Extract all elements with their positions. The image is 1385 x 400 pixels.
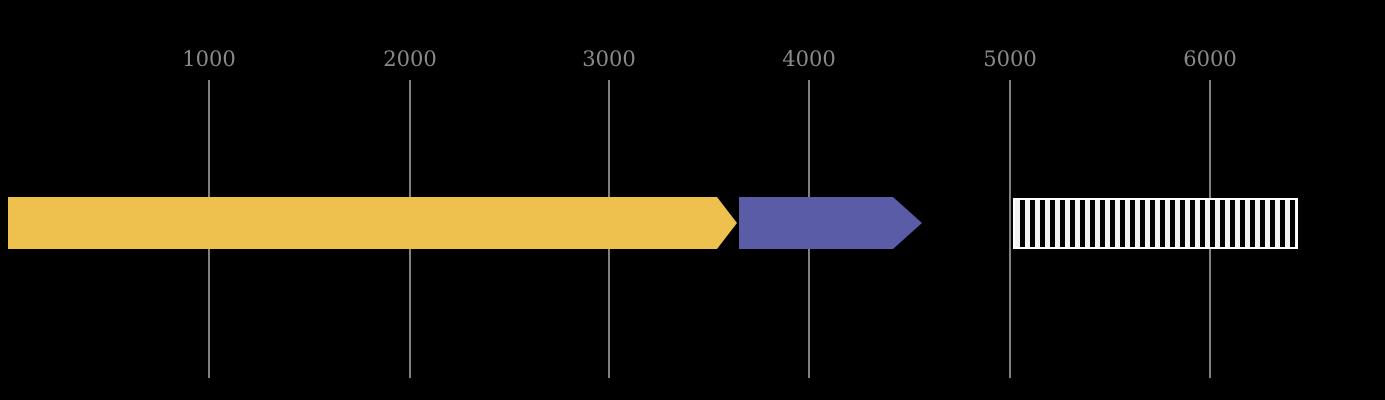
gridline-5000 xyxy=(1009,80,1011,378)
axis-tick-label-5000: 5000 xyxy=(983,47,1037,71)
axis-tick-label-2000: 2000 xyxy=(383,47,437,71)
axis-tick-label-6000: 6000 xyxy=(1183,47,1237,71)
hatched-box-feature[interactable] xyxy=(1013,198,1298,249)
yellow-arrow-shape xyxy=(8,197,737,249)
yellow-arrow-feature[interactable] xyxy=(8,197,737,249)
purple-arrow-feature[interactable] xyxy=(739,197,922,249)
axis-tick-label-1000: 1000 xyxy=(182,47,236,71)
axis-tick-label-3000: 3000 xyxy=(582,47,636,71)
purple-arrow-shape xyxy=(739,197,922,249)
axis-tick-label-4000: 4000 xyxy=(782,47,836,71)
